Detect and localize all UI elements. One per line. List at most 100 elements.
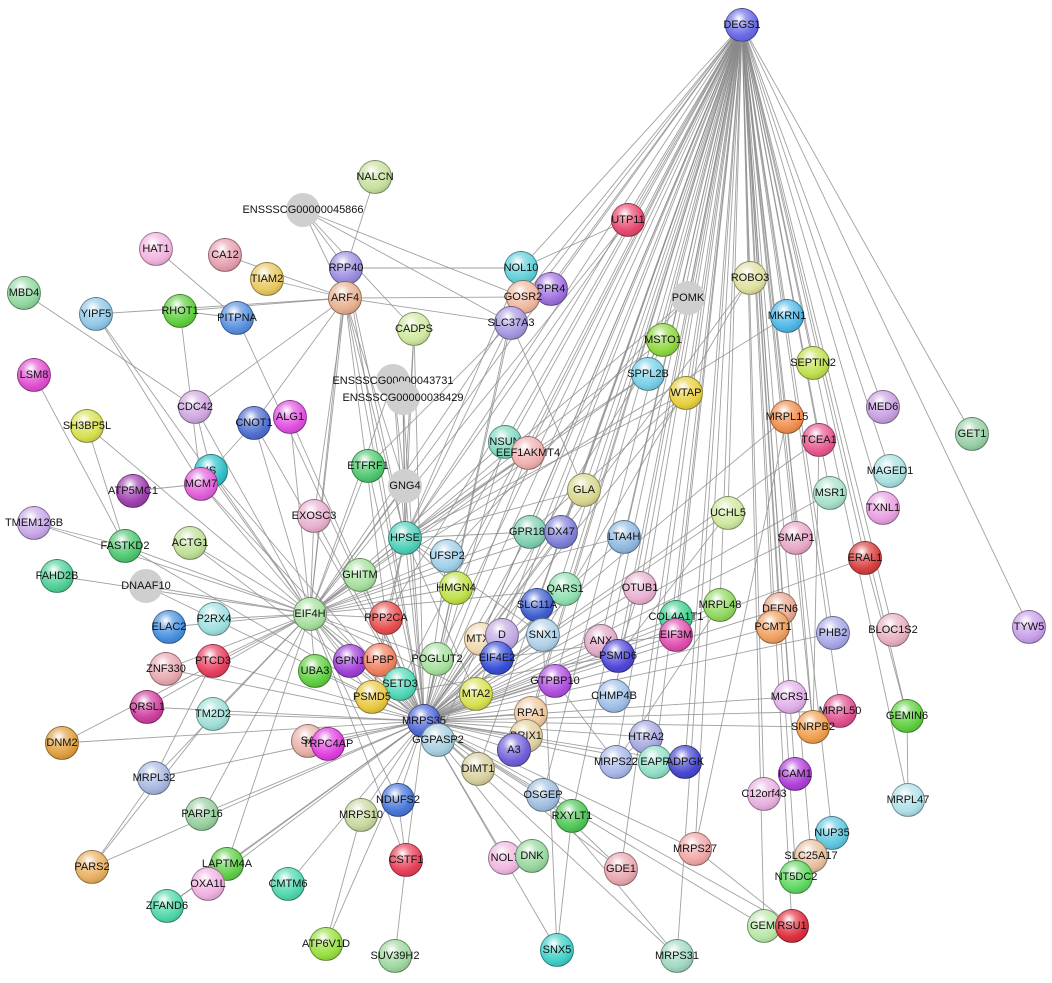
node-mrps22[interactable] — [599, 745, 633, 779]
node-icam1[interactable] — [778, 757, 812, 791]
node-mrpl48[interactable] — [703, 588, 737, 622]
node-gde1[interactable] — [604, 852, 638, 886]
node-dnm2[interactable] — [45, 726, 79, 760]
node-cnot1[interactable] — [237, 406, 271, 440]
node-tyw5[interactable] — [1012, 610, 1046, 644]
node-tiam2[interactable] — [250, 262, 284, 296]
node-tmem126b[interactable] — [17, 506, 51, 540]
node-dnaaf10[interactable] — [129, 569, 163, 603]
node-atp5mc1[interactable] — [116, 474, 150, 508]
node-dx47[interactable] — [544, 515, 578, 549]
node-atp6v1d[interactable] — [309, 927, 343, 961]
node-rsu1[interactable] — [775, 909, 809, 943]
node-psmd6[interactable] — [601, 639, 635, 673]
node-enssscg00000038429[interactable] — [386, 381, 420, 415]
node-adpgk[interactable] — [668, 745, 702, 779]
node-pitpna[interactable] — [220, 301, 254, 335]
node-eif4e2[interactable] — [480, 641, 514, 675]
node-mcrs1[interactable] — [773, 680, 807, 714]
node-ptcd3[interactable] — [196, 644, 230, 678]
node-eif3m[interactable] — [659, 618, 693, 652]
node-arf4[interactable] — [328, 281, 362, 315]
node-msto1[interactable] — [646, 323, 680, 357]
node-actg1[interactable] — [173, 526, 207, 560]
node-slc11a[interactable] — [520, 588, 554, 622]
node-osgep[interactable] — [526, 778, 560, 812]
node-cstf1[interactable] — [389, 843, 423, 877]
node-enssscg00000045866[interactable] — [286, 193, 320, 227]
node-elac2[interactable] — [152, 610, 186, 644]
node-znf330[interactable] — [149, 652, 183, 686]
node-rpp40[interactable] — [329, 251, 363, 285]
node-qars1[interactable] — [548, 572, 582, 606]
node-hpse[interactable] — [388, 521, 422, 555]
node-sppl2b[interactable] — [631, 357, 665, 391]
node-suv39h2[interactable] — [378, 939, 412, 973]
node-eapp[interactable] — [638, 745, 672, 779]
node-septin2[interactable] — [796, 346, 830, 380]
node-eif4h[interactable] — [293, 597, 327, 631]
node-smap1[interactable] — [779, 521, 813, 555]
node-ndufs2[interactable] — [381, 783, 415, 817]
node-eef1akmt4[interactable] — [511, 436, 545, 470]
node-zfand6[interactable] — [150, 889, 184, 923]
node-nt5dc2[interactable] — [779, 860, 813, 894]
node-dnk[interactable] — [515, 839, 549, 873]
node-gemin6[interactable] — [890, 699, 924, 733]
node-tcea1[interactable] — [802, 423, 836, 457]
node-txnl1[interactable] — [866, 491, 900, 525]
node-gla[interactable] — [567, 473, 601, 507]
node-oxa1l[interactable] — [191, 867, 225, 901]
node-mrps27[interactable] — [678, 832, 712, 866]
node-alg1[interactable] — [273, 400, 307, 434]
node-mrpl32[interactable] — [137, 761, 171, 795]
node-ca12[interactable] — [208, 238, 242, 272]
node-a3[interactable] — [497, 733, 531, 767]
node-wtap[interactable] — [669, 376, 703, 410]
node-trpc4ap[interactable] — [311, 727, 345, 761]
node-chmp4b[interactable] — [597, 679, 631, 713]
node-msr1[interactable] — [813, 476, 847, 510]
node-sh3bp5l[interactable] — [70, 409, 104, 443]
node-psmd5[interactable] — [355, 680, 389, 714]
node-ghitm[interactable] — [343, 558, 377, 592]
node-cdc42[interactable] — [178, 390, 212, 424]
node-slc37a3[interactable] — [494, 306, 528, 340]
node-bloc1s2[interactable] — [876, 613, 910, 647]
node-snx1[interactable] — [526, 618, 560, 652]
node-gpn1[interactable] — [333, 644, 367, 678]
node-mrps10[interactable] — [344, 798, 378, 832]
node-ggpasp2[interactable] — [421, 723, 455, 757]
node-mbd4[interactable] — [7, 276, 41, 310]
node-dimt1[interactable] — [461, 752, 495, 786]
node-poglut2[interactable] — [420, 642, 454, 676]
node-mrpl15[interactable] — [770, 400, 804, 434]
node-uba3[interactable] — [298, 654, 332, 688]
node-gtpbp10[interactable] — [538, 664, 572, 698]
node-mrps31[interactable] — [660, 939, 694, 973]
node-parp16[interactable] — [185, 797, 219, 831]
node-lsm8[interactable] — [17, 358, 51, 392]
node-pars2[interactable] — [75, 850, 109, 884]
node-p2rx4[interactable] — [197, 602, 231, 636]
node-pomk[interactable] — [671, 281, 705, 315]
node-gng4[interactable] — [388, 469, 422, 503]
node-cadps[interactable] — [397, 312, 431, 346]
node-eral1[interactable] — [848, 541, 882, 575]
node-qrsl1[interactable] — [130, 690, 164, 724]
node-ufsp2[interactable] — [430, 539, 464, 573]
node-lta4h[interactable] — [607, 520, 641, 554]
node-snx5[interactable] — [540, 933, 574, 967]
node-fastkd2[interactable] — [108, 529, 142, 563]
node-snrpb2[interactable] — [796, 710, 830, 744]
node-uchl5[interactable] — [711, 496, 745, 530]
node-rxylt1[interactable] — [555, 799, 589, 833]
node-med6[interactable] — [866, 390, 900, 424]
node-get1[interactable] — [955, 417, 989, 451]
node-gpr180[interactable] — [513, 515, 547, 549]
node-nalcn[interactable] — [358, 160, 392, 194]
node-degs1[interactable] — [725, 8, 759, 42]
node-otub1[interactable] — [623, 571, 657, 605]
node-mrpl47[interactable] — [891, 783, 925, 817]
node-robo3[interactable] — [733, 261, 767, 295]
